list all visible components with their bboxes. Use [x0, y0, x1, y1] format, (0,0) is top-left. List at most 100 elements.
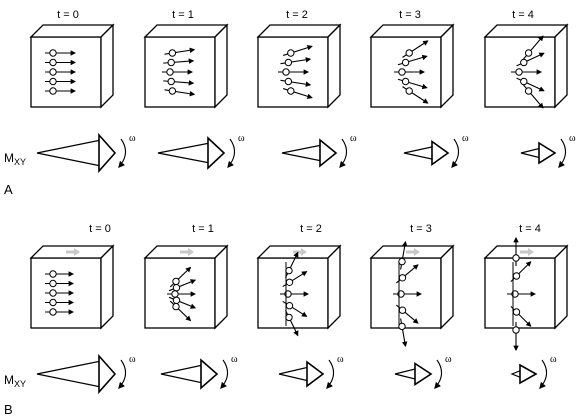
mxy-arrowhead: [306, 360, 325, 388]
time-label: t = 4: [512, 9, 534, 21]
spin-circle: [285, 313, 293, 322]
gradient-arrow-icon: [66, 248, 80, 256]
time-label: t = 0: [57, 9, 79, 21]
spin-circle: [285, 302, 294, 310]
spin-circle: [284, 58, 293, 67]
omega-label: ω: [231, 354, 238, 365]
spin-circle: [167, 77, 175, 86]
mxy-arrowhead: [319, 138, 338, 168]
cube-top-face: [29, 24, 115, 38]
cube-side-face: [214, 244, 228, 330]
spin-circle: [520, 58, 528, 67]
cube: [256, 244, 342, 330]
spin-circle: [401, 77, 410, 86]
spin-circle: [398, 257, 406, 266]
rotation-arc-icon: [558, 138, 567, 169]
mxy-vector: ω: [520, 133, 576, 169]
spin-circle: [512, 308, 521, 316]
cube-side-face: [554, 23, 568, 109]
rotation-arc-icon: [326, 359, 335, 390]
mxy-cone: [160, 364, 204, 384]
spin-group: [507, 236, 537, 352]
mxy-arrowhead: [519, 363, 538, 385]
mxy-vector: ω: [510, 354, 557, 390]
cube: [483, 23, 569, 109]
gradient-arrow-icon: [293, 248, 307, 256]
mxy-vector: ω: [278, 354, 344, 390]
mxy-vector: ω: [281, 133, 357, 169]
spin-circle: [282, 68, 290, 76]
rotation-arc-icon: [118, 138, 127, 169]
cube-front-face: [257, 257, 329, 329]
cube: [256, 23, 342, 109]
spin-group: [280, 251, 310, 337]
spin-circle: [49, 58, 57, 67]
spin-group: [162, 47, 196, 97]
rotation-arc-icon: [434, 359, 443, 390]
mxy-cone: [278, 366, 310, 382]
omega-label: ω: [129, 133, 136, 144]
spin-circle: [172, 284, 181, 292]
mxy-vector: ω: [36, 353, 136, 395]
cube: [369, 244, 455, 330]
spin-circle: [287, 49, 295, 57]
spin-circle: [405, 49, 413, 57]
cube-front-face: [484, 257, 556, 329]
cube-side-face: [440, 244, 454, 330]
spin-group: [393, 240, 423, 348]
cube-side-face: [100, 244, 114, 330]
mxy-arrowhead: [431, 139, 450, 167]
cube-side-face: [440, 23, 454, 109]
spin-circle: [285, 278, 294, 286]
spin-circle: [285, 266, 293, 275]
rotation-arc-icon: [339, 138, 348, 169]
mxy-arrowhead: [98, 132, 117, 174]
spin-circle: [524, 49, 533, 57]
rotation-arc-icon: [118, 359, 127, 390]
omega-label: ω: [445, 354, 452, 365]
cube-top-face: [256, 24, 342, 38]
gradient-arrow-icon: [520, 248, 534, 256]
spin-circle: [398, 306, 407, 314]
cube-side-face: [214, 23, 228, 109]
mxy-vector: ω: [157, 133, 245, 170]
cube: [143, 23, 229, 109]
spin-group: [167, 266, 197, 322]
mxy-arrowhead: [414, 362, 433, 386]
mxy-arrowhead: [207, 136, 226, 170]
spin-circle: [512, 254, 520, 262]
spin-circle: [49, 77, 57, 86]
spin-circle: [398, 68, 406, 76]
cube-front-face: [370, 257, 442, 329]
panel-label-b: B: [4, 402, 13, 417]
time-label: t = 1: [192, 223, 214, 235]
spin-circle: [520, 77, 528, 86]
spin-circle: [172, 277, 180, 286]
mxy-cone: [394, 367, 418, 381]
spin-circle: [49, 289, 57, 297]
spin-circle: [512, 272, 521, 280]
spin-circle: [49, 308, 57, 316]
panel-label-a: A: [4, 182, 13, 197]
spin-circle: [512, 326, 520, 334]
omega-label: ω: [569, 133, 576, 144]
cube-side-face: [100, 23, 114, 109]
mxy-cone: [36, 360, 102, 388]
time-label: t = 3: [410, 223, 432, 235]
spin-circle: [284, 77, 293, 86]
spin-group: [394, 40, 429, 104]
mxy-cone: [157, 142, 211, 164]
omega-label: ω: [550, 354, 557, 365]
cube-side-face: [554, 244, 568, 330]
mxy-arrowhead: [538, 141, 557, 165]
cube-top-face: [369, 24, 455, 38]
mxy-vector: ω: [160, 354, 238, 390]
time-label: t = 1: [172, 9, 194, 21]
axis-label-mxy: MXY: [4, 151, 26, 167]
spin-circle: [49, 279, 57, 288]
cube: [483, 244, 569, 330]
rotation-arc-icon: [451, 138, 460, 169]
